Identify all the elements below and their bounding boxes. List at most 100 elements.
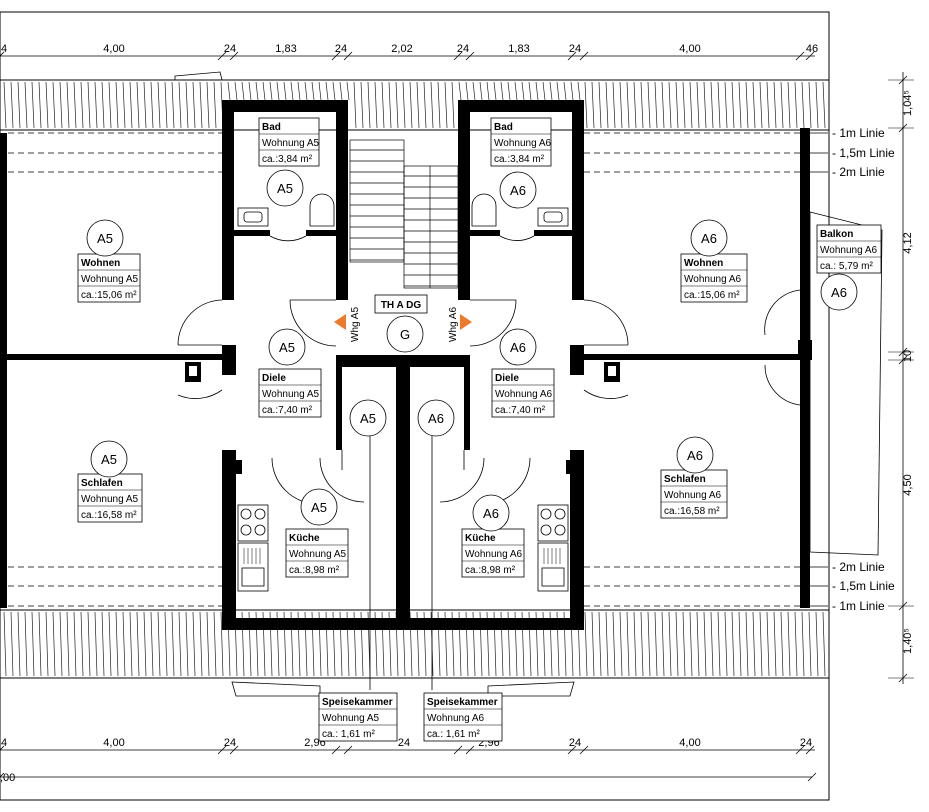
unit-marker: A6 <box>417 399 455 437</box>
height-lines: - 1m Linie- 1,5m Linie- 2m Linie- 2m Lin… <box>8 126 895 613</box>
room-name: Schlafen <box>664 474 706 485</box>
entrance-arrow-left <box>334 314 346 330</box>
dimension-label: 24 <box>224 43 236 55</box>
room-unit: Wohnung A6 <box>495 389 553 400</box>
dimension-label: 4 <box>1 737 7 749</box>
unit-marker: A5 <box>300 488 338 526</box>
svg-text:A6: A6 <box>510 340 526 355</box>
dimension-label: 4 <box>1 43 7 55</box>
svg-text:A5: A5 <box>311 500 327 515</box>
dimension-label: 1,04⁵ <box>902 90 914 116</box>
unit-marker: A5 <box>268 328 306 366</box>
door-swings <box>177 235 801 690</box>
toilet-a6-icon <box>471 193 497 227</box>
unit-marker: A6 <box>472 494 510 532</box>
dimension-chain-top: 4 4,00 24 1,83 24 2,02 24 1,83 24 4,00 46 <box>0 43 818 61</box>
dimension-label: 4,00 <box>103 43 124 55</box>
room-name: Küche <box>289 533 320 544</box>
svg-text:A6: A6 <box>687 448 703 463</box>
dimension-label: 24 <box>398 737 410 749</box>
room-unit: Wohnung A6 <box>494 138 552 149</box>
dimension-label: 4,50 <box>902 474 914 495</box>
room-name: Bad <box>262 122 281 133</box>
unit-marker: A6 <box>676 436 714 474</box>
room-name: Küche <box>465 533 496 544</box>
room-unit: Wohnung A6 <box>684 274 742 285</box>
svg-text:A6: A6 <box>483 506 499 521</box>
dimension-label: 1,83 <box>508 43 529 55</box>
dimension-label: 2,02 <box>391 43 412 55</box>
room-area: ca.:16,58 m² <box>81 510 137 521</box>
unit-marker: A6 <box>499 171 537 209</box>
room-area: ca.:3,84 m² <box>262 154 313 165</box>
svg-text:A6: A6 <box>831 285 847 300</box>
room-name: Wohnen <box>684 258 723 269</box>
room-area: ca.: 5,79 m² <box>820 261 873 272</box>
svg-text:A5: A5 <box>279 340 295 355</box>
whg-a6-label: Whg A6 <box>448 307 459 342</box>
dimension-label: 24 <box>457 43 469 55</box>
dimension-label: 4,12 <box>902 232 914 253</box>
height-line-label: - 2m Linie <box>832 165 885 179</box>
room-area: ca.:8,98 m² <box>289 565 340 576</box>
total-dimension-label: ,00 <box>0 772 15 784</box>
svg-text:A6: A6 <box>510 183 526 198</box>
dimension-label: 24 <box>800 737 812 749</box>
fixtures <box>237 193 569 592</box>
unit-marker: A5 <box>266 169 304 207</box>
dimension-label: 4,00 <box>103 737 124 749</box>
room-name: Speisekammer <box>427 697 498 708</box>
unit-marker: A6 <box>690 219 728 257</box>
whg-a5-label: Whg A5 <box>350 307 361 342</box>
dimension-label: 1,83 <box>275 43 296 55</box>
height-line-label: - 1,5m Linie <box>832 579 895 593</box>
room-unit: Wohnung A5 <box>81 274 139 285</box>
dimension-label: 24 <box>569 43 581 55</box>
svg-text:A5: A5 <box>101 452 117 467</box>
room-unit: Wohnung A5 <box>322 713 380 724</box>
room-name: Bad <box>494 122 513 133</box>
room-name: Balkon <box>820 229 853 240</box>
room-unit: Wohnung A5 <box>262 138 320 149</box>
dimension-label: 24 <box>569 737 581 749</box>
plan-frame <box>0 11 830 801</box>
room-area: ca.: 1,61 m² <box>322 729 375 740</box>
room-name: Speisekammer <box>322 697 393 708</box>
unit-marker: G <box>386 315 424 353</box>
svg-text:A5: A5 <box>277 181 293 196</box>
room-area: ca.:16,58 m² <box>664 506 720 517</box>
room-unit: Wohnung A5 <box>289 549 347 560</box>
room-unit: Wohnung A5 <box>81 494 139 505</box>
svg-text:A6: A6 <box>701 231 717 246</box>
toilet-a5-icon <box>309 193 335 227</box>
room-unit: Wohnung A6 <box>820 245 878 256</box>
dimension-label: 4,00 <box>679 43 700 55</box>
room-area: ca.:7,40 m² <box>495 405 546 416</box>
height-line-label: - 2m Linie <box>832 560 885 574</box>
dimension-label: 4,00 <box>679 737 700 749</box>
dimension-label: 24 <box>335 43 347 55</box>
room-name: Schlafen <box>81 478 123 489</box>
dimension-label: 46 <box>806 43 818 55</box>
room-unit: Wohnung A6 <box>465 549 523 560</box>
stair-label: TH A DG <box>381 300 422 311</box>
room-name: Diele <box>262 373 286 384</box>
unit-marker: A5 <box>349 399 387 437</box>
walls <box>0 100 812 630</box>
dimension-label: 10 <box>902 350 914 362</box>
balcony-outline <box>809 211 883 556</box>
room-area: ca.:15,06 m² <box>81 290 137 301</box>
svg-text:A5: A5 <box>97 231 113 246</box>
staircase <box>349 139 459 289</box>
unit-marker: A6 <box>499 328 537 366</box>
room-name: Wohnen <box>81 258 120 269</box>
